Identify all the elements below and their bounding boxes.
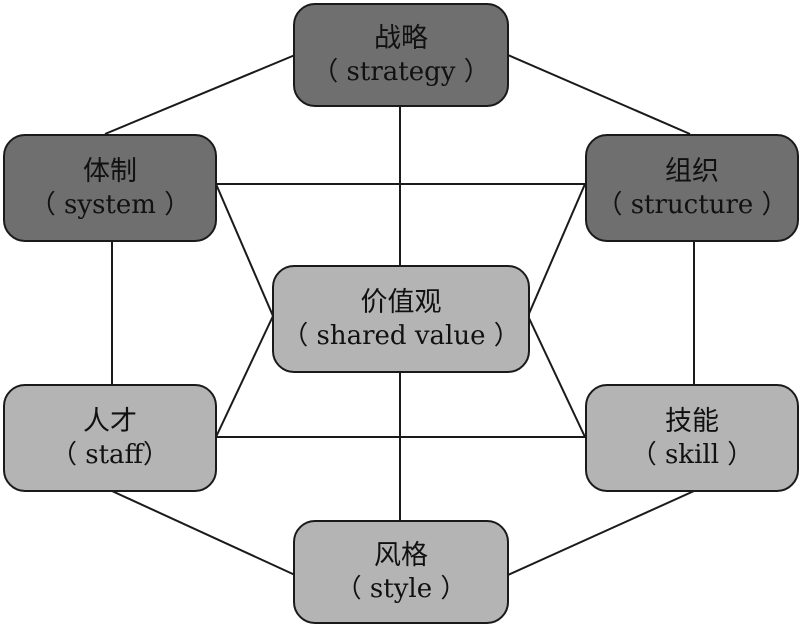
node-structure: 组织 （ structure ） (585, 134, 799, 242)
node-staff-en: （ staff） (50, 439, 170, 470)
node-shared-value: 价值观 （ shared value ） (272, 265, 530, 373)
node-shared-value-en: （ shared value ） (282, 320, 520, 351)
node-shared-value-cn: 价值观 (360, 286, 442, 318)
node-skill: 技能 （ skill ） (585, 384, 799, 492)
edge-system-shared-value (215, 183, 274, 317)
edge-strategy-structure (507, 54, 691, 135)
node-structure-cn: 组织 (665, 155, 719, 187)
edge-staff-shared-value (215, 315, 274, 438)
node-staff-cn: 人才 (83, 405, 137, 437)
edge-skill-style (507, 490, 695, 576)
node-system: 体制 （ system ） (3, 134, 217, 242)
node-style: 风格 （ style ） (293, 520, 509, 624)
edge-skill-shared-value (527, 315, 586, 438)
node-style-en: （ style ） (335, 573, 467, 604)
edge-structure-shared-value (527, 183, 586, 317)
node-skill-cn: 技能 (665, 405, 719, 437)
node-skill-en: （ skill ） (630, 439, 754, 470)
node-staff: 人才 （ staff） (3, 384, 217, 492)
node-system-cn: 体制 (83, 155, 137, 187)
node-structure-en: （ structure ） (596, 189, 788, 220)
node-system-en: （ system ） (29, 189, 191, 220)
edge-staff-style (111, 490, 296, 576)
node-strategy-cn: 战略 (374, 22, 428, 54)
node-style-cn: 风格 (374, 539, 428, 571)
edge-strategy-system (104, 54, 296, 135)
node-strategy: 战略 （ strategy ） (293, 3, 509, 107)
node-strategy-en: （ strategy ） (312, 56, 490, 87)
